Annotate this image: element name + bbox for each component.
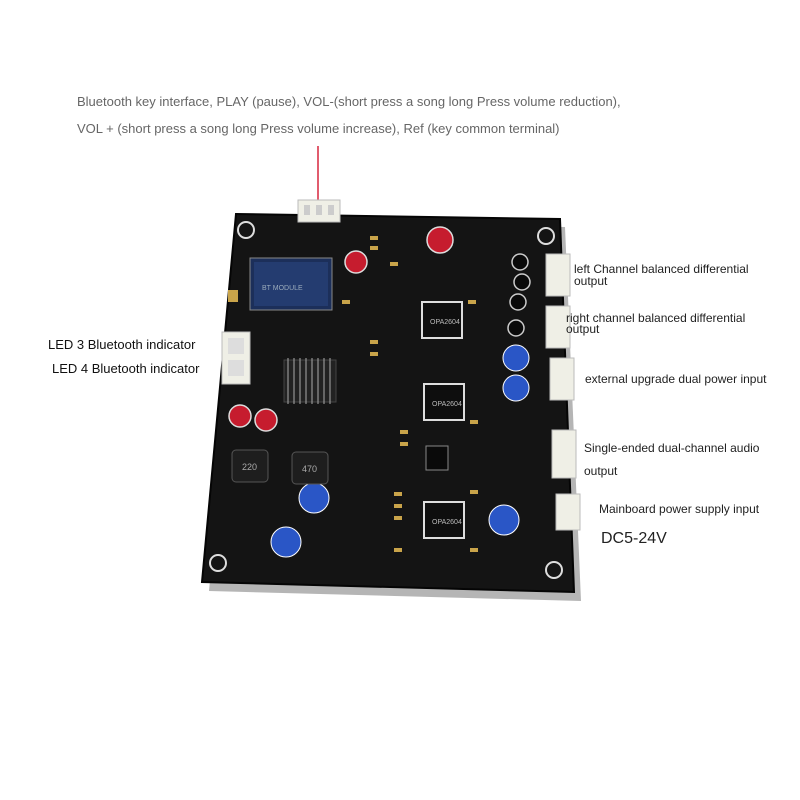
label-led3: LED 3 Bluetooth indicator: [48, 337, 196, 352]
mount-hole-br: [545, 561, 563, 579]
connector-upgrade-power: [549, 357, 575, 401]
connector-single-ended: [551, 429, 577, 479]
connector-right-balanced: [545, 305, 571, 349]
dsp-chip: [283, 358, 337, 404]
connector-keys: [297, 199, 341, 223]
bluetooth-module: BT MODULE: [249, 257, 333, 311]
connector-main-power: [555, 493, 581, 531]
connector-left-balanced: [545, 253, 571, 297]
svg-text:BT MODULE: BT MODULE: [262, 285, 303, 292]
header-line-2: VOL + (short press a song long Press vol…: [77, 121, 560, 136]
svg-text:220: 220: [242, 462, 257, 472]
blue-caps: [270, 344, 530, 558]
red-caps: [228, 226, 454, 432]
opamp-1: OPA2604: [421, 301, 463, 339]
mount-hole-bl: [209, 554, 227, 572]
opamp-3: OPA2604: [423, 501, 465, 539]
opamp-3-label: OPA2604: [432, 519, 462, 526]
inductor-2: 470: [291, 451, 329, 485]
label-right-balanced-2: output: [566, 322, 600, 336]
opamp-2-label: OPA2604: [432, 401, 462, 408]
label-single-ended-2: output: [584, 464, 618, 478]
mount-hole-tl: [237, 221, 255, 239]
label-right-balanced-1: right channel balanced differential: [566, 311, 746, 325]
mount-hole-tr: [537, 227, 555, 245]
label-voltage: DC5-24V: [601, 530, 667, 547]
jumper-block: [425, 445, 449, 471]
opamp-2: OPA2604: [423, 383, 465, 421]
opamp-1-label: OPA2604: [430, 319, 460, 326]
antenna-connector: [228, 290, 238, 302]
label-led4: LED 4 Bluetooth indicator: [52, 361, 200, 376]
film-caps: [507, 253, 531, 337]
inductor-1: 220: [231, 449, 269, 483]
label-mainboard-power: Mainboard power supply input: [599, 502, 760, 516]
label-left-balanced-1: left Channel balanced differential: [574, 262, 749, 276]
label-left-balanced-2: output: [574, 274, 608, 288]
label-single-ended-1: Single-ended dual-channel audio: [584, 441, 760, 455]
svg-text:470: 470: [302, 464, 317, 474]
header-line-1: Bluetooth key interface, PLAY (pause), V…: [77, 94, 621, 109]
connector-led: [221, 331, 251, 385]
right-connectors: [545, 253, 581, 531]
label-upgrade-power: external upgrade dual power input: [585, 372, 767, 386]
